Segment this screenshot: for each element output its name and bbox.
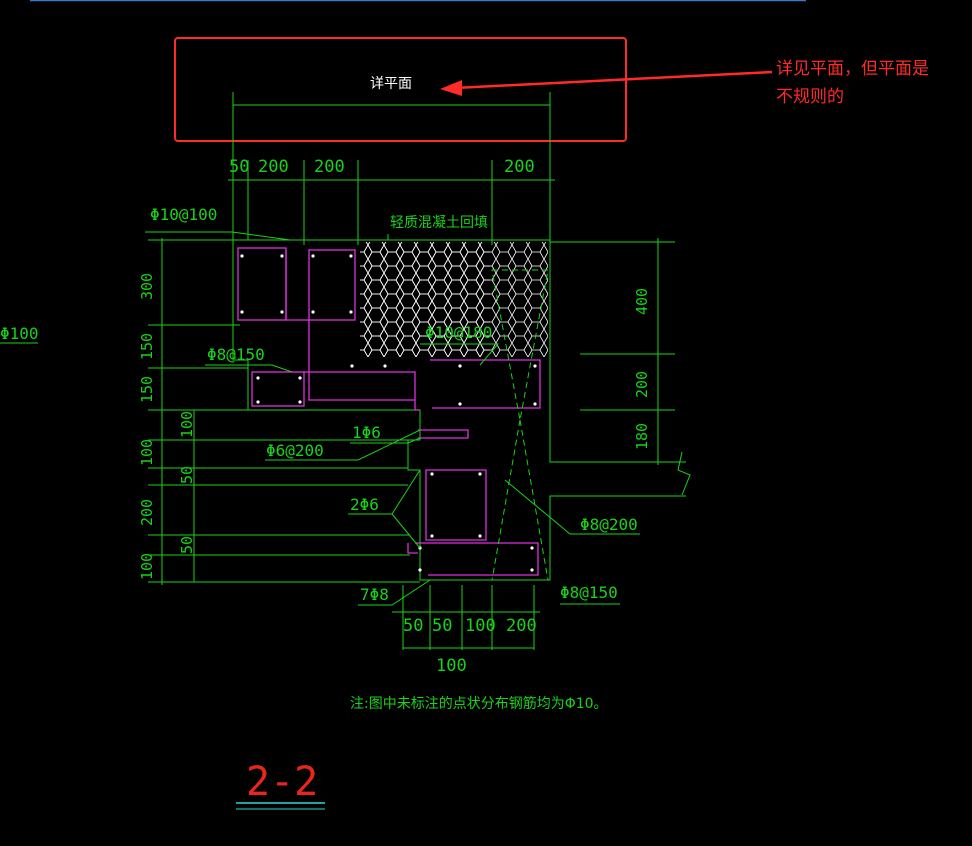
left-dim-150a: 150: [138, 333, 156, 360]
top-dim-2: 200: [258, 157, 289, 177]
label-lightweight-fill: 轻质混凝土回填: [390, 215, 488, 231]
plan-ref-label: 详平面: [370, 76, 412, 92]
top-dimension-lines: [228, 92, 555, 245]
dashed-cone: [491, 269, 549, 581]
label-phi8-200: Φ8@200: [580, 515, 638, 534]
markup-comment-line2: 不规则的: [776, 87, 844, 107]
left-dim-50a: 50: [178, 466, 196, 484]
label-left-bar: Φ8@150: [207, 345, 265, 364]
left-dim-200: 200: [138, 499, 156, 526]
right-dim-400: 400: [633, 288, 651, 315]
bottom-dim-100-total: 100: [436, 656, 467, 676]
left-dim-150b: 150: [138, 376, 156, 403]
rebar-cages: [237, 247, 541, 576]
left-dim-100b: 100: [138, 439, 156, 466]
label-2phi6: 2Φ6: [350, 495, 379, 514]
bottom-dim-50a: 50: [403, 616, 423, 636]
left-edge-label: Φ100: [0, 324, 39, 343]
footnote: 注:图中未标注的点状分布钢筋均为Φ10。: [350, 695, 608, 712]
left-dimension-lines: [0, 238, 420, 585]
left-dim-300: 300: [138, 273, 156, 300]
label-phi8-150: Φ8@150: [560, 583, 618, 602]
bottom-dimension-lines: [392, 585, 540, 650]
top-dim-1: 50: [229, 157, 249, 177]
markup-comment-line1: 详见平面，但平面是: [776, 59, 929, 79]
top-dim-3: 200: [314, 157, 345, 177]
leader-lines: [145, 231, 640, 606]
label-7phi8: 7Φ8: [360, 585, 389, 604]
label-phi6-200: Φ6@200: [266, 441, 324, 460]
markup-arrow-line: [454, 70, 773, 90]
left-dim-100a: 100: [178, 411, 196, 438]
right-dimension-lines: [550, 238, 675, 465]
label-mid-stirrup: Φ10@180: [425, 323, 492, 342]
left-dim-100c: 100: [138, 553, 156, 580]
top-dim-4: 200: [504, 157, 535, 177]
rebar-dots: [240, 254, 537, 572]
right-dim-200: 200: [633, 371, 651, 398]
markup-arrow-head: [440, 80, 462, 96]
left-dim-50b: 50: [178, 536, 196, 554]
bottom-dim-50b: 50: [432, 616, 452, 636]
markup-box: [174, 37, 627, 142]
right-dim-180: 180: [633, 423, 651, 450]
label-top-stirrup: Φ10@100: [150, 205, 217, 224]
bottom-dim-100: 100: [465, 616, 496, 636]
bottom-dim-200: 200: [506, 616, 537, 636]
label-1phi6: 1Φ6: [352, 423, 381, 442]
lightweight-fill-hatch-2: [360, 242, 490, 357]
section-title: 2-2: [246, 759, 318, 805]
